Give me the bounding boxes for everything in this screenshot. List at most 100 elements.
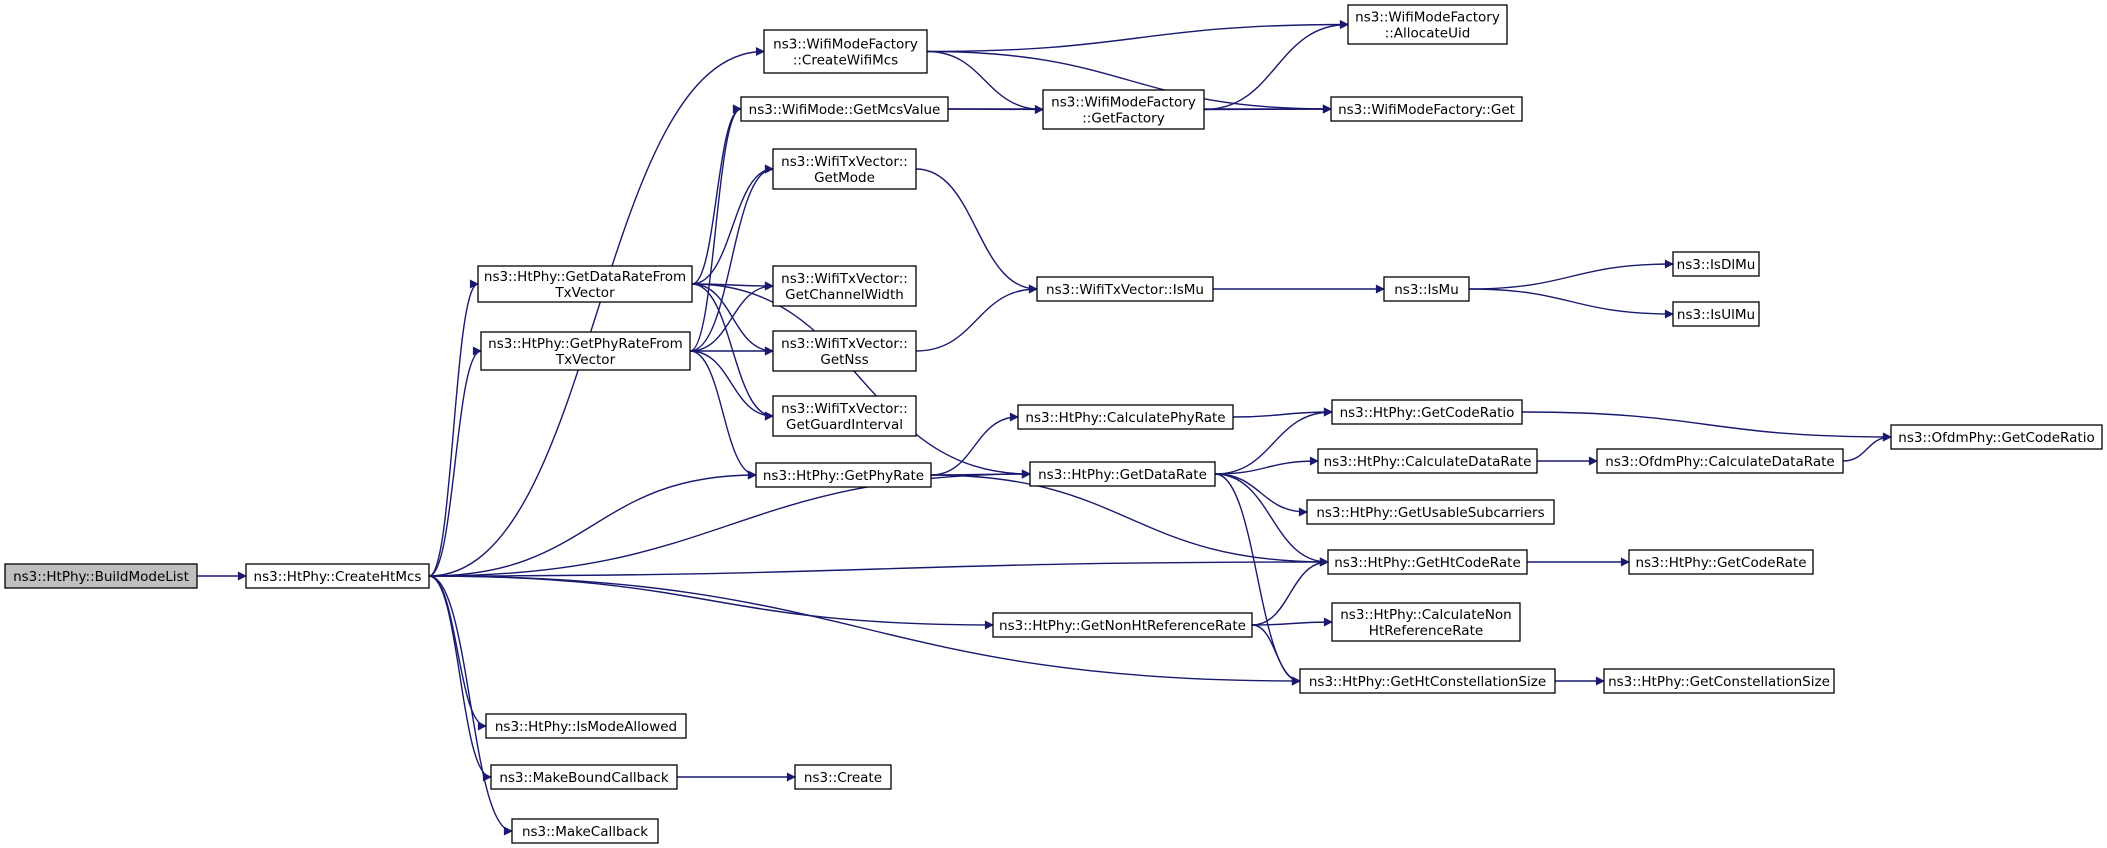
node-ismu[interactable]: ns3::IsMu	[1383, 276, 1470, 302]
edge-getcoderatio-to-ofdmgetcoderatio	[1521, 411, 1892, 442]
node-label-line: ns3::HtPhy::GetCodeRatio	[1340, 405, 1515, 421]
node-makeboundcb[interactable]: ns3::MakeBoundCallback	[490, 764, 678, 790]
node-getchannelwidth[interactable]: ns3::WifiTxVector::GetChannelWidth	[772, 265, 917, 307]
node-label-line: ns3::HtPhy::GetHtCodeRate	[1334, 555, 1521, 571]
node-wmfget[interactable]: ns3::WifiModeFactory::Get	[1330, 96, 1523, 122]
node-getusablesub[interactable]: ns3::HtPhy::GetUsableSubcarriers	[1306, 499, 1555, 525]
node-label-line: ns3::HtPhy::BuildModeList	[13, 569, 189, 585]
node-label-line: ns3::HtPhy::GetCodeRate	[1635, 555, 1806, 571]
node-ismodeallowed[interactable]: ns3::HtPhy::IsModeAllowed	[485, 713, 687, 739]
edge-ofdmcalcdatarate-to-ofdmgetcoderatio	[1842, 432, 1892, 462]
node-label-line: ns3::HtPhy::IsModeAllowed	[495, 719, 677, 735]
edge-getdatarate-to-calcdatarate	[1214, 456, 1319, 475]
node-getphyrate[interactable]: ns3::HtPhy::GetPhyRate	[755, 462, 932, 488]
node-box	[511, 818, 659, 844]
node-ofdmgetcoderatio[interactable]: ns3::OfdmPhy::GetCodeRatio	[1890, 424, 2103, 450]
node-label-line: ns3::HtPhy::GetDataRate	[1038, 467, 1207, 483]
node-build[interactable]: ns3::HtPhy::BuildModeList	[4, 563, 198, 589]
node-calcdatarate[interactable]: ns3::HtPhy::CalculateDataRate	[1317, 448, 1538, 474]
edge-getdatarate-to-gethtconst	[1214, 473, 1301, 686]
node-label-line: GetChannelWidth	[785, 287, 904, 303]
edge-getnonhtref-to-calcnonhtref	[1251, 617, 1333, 627]
edge-getdatarate-to-getcoderatio	[1214, 407, 1333, 475]
edge-getnss-to-wtvismu	[915, 284, 1038, 352]
edge-createhtmcs-to-getphyrateftv	[428, 346, 482, 577]
node-box	[490, 764, 678, 790]
node-label-line: ns3::Create	[804, 770, 882, 786]
node-label-line: ns3::MakeCallback	[522, 824, 648, 840]
node-box	[772, 330, 917, 372]
edge-getdatarateftv-to-getmode	[691, 164, 774, 285]
node-getcoderatio[interactable]: ns3::HtPhy::GetCodeRatio	[1331, 399, 1523, 425]
node-label-line: ns3::WifiMode::GetMcsValue	[749, 102, 941, 118]
node-getdatarate[interactable]: ns3::HtPhy::GetDataRate	[1029, 461, 1216, 487]
edge-createhtmcs-to-gethtconst	[428, 575, 1301, 686]
node-box	[485, 713, 687, 739]
edge-getdatarateftv-to-getmcsvalue	[691, 104, 742, 285]
edge-getphyrate-to-calcphyrate	[930, 412, 1019, 476]
node-label-line: GetNss	[820, 352, 868, 368]
node-box	[1672, 251, 1760, 277]
edge-getphyrateftv-to-getphyrate	[689, 350, 757, 480]
node-label-line: TxVector	[554, 285, 615, 301]
node-gethtconst[interactable]: ns3::HtPhy::GetHtConstellationSize	[1299, 668, 1556, 694]
node-box	[1347, 4, 1508, 45]
node-gethtcoderate[interactable]: ns3::HtPhy::GetHtCodeRate	[1327, 549, 1528, 575]
node-getmode[interactable]: ns3::WifiTxVector::GetMode	[772, 148, 917, 190]
node-box	[1042, 89, 1205, 130]
edge-getmode-to-wtvismu	[915, 168, 1038, 294]
node-label-line: ns3::HtPhy::CalculatePhyRate	[1025, 410, 1225, 426]
node-label-line: GetGuardInterval	[786, 417, 903, 433]
node-label-line: ::CreateWifiMcs	[793, 53, 898, 69]
node-create[interactable]: ns3::Create	[794, 764, 892, 790]
node-getfactory[interactable]: ns3::WifiModeFactory::GetFactory	[1042, 89, 1205, 130]
edge-getphyrateftv-to-getchannelwidth	[689, 281, 774, 352]
node-isdlmu[interactable]: ns3::IsDlMu	[1672, 251, 1760, 277]
node-getnss[interactable]: ns3::WifiTxVector::GetNss	[772, 330, 917, 372]
node-box	[477, 265, 693, 303]
node-wtvismu[interactable]: ns3::WifiTxVector::IsMu	[1036, 276, 1214, 302]
node-label-line: ns3::OfdmPhy::CalculateDataRate	[1605, 454, 1834, 470]
node-label-line: ns3::IsUlMu	[1677, 307, 1755, 323]
node-createwifimcs[interactable]: ns3::WifiModeFactory::CreateWifiMcs	[763, 29, 928, 74]
node-label-line: ns3::HtPhy::CalculateNon	[1340, 607, 1512, 623]
node-createhtmcs[interactable]: ns3::HtPhy::CreateHtMcs	[245, 563, 430, 589]
node-box	[1596, 448, 1844, 474]
node-getguardinterval[interactable]: ns3::WifiTxVector::GetGuardInterval	[772, 395, 917, 437]
node-getcoderate[interactable]: ns3::HtPhy::GetCodeRate	[1628, 549, 1814, 575]
node-box	[1299, 668, 1556, 694]
node-label-line: ns3::IsDlMu	[1677, 257, 1756, 273]
node-label-line: ns3::HtPhy::GetPhyRate	[763, 468, 924, 484]
node-box	[1306, 499, 1555, 525]
node-box	[992, 612, 1253, 638]
node-ofdmcalcdatarate[interactable]: ns3::OfdmPhy::CalculateDataRate	[1596, 448, 1844, 474]
node-box	[1331, 399, 1523, 425]
edge-createhtmcs-to-createwifimcs	[428, 47, 765, 577]
node-getconst[interactable]: ns3::HtPhy::GetConstellationSize	[1603, 668, 1835, 694]
edge-createhtmcs-to-makeboundcb	[428, 575, 492, 782]
node-box	[1331, 602, 1521, 642]
edge-getnonhtref-to-gethtcoderate	[1251, 557, 1329, 626]
edge-getphyrate-to-gethtcoderate	[930, 474, 1329, 567]
node-calcphyrate[interactable]: ns3::HtPhy::CalculatePhyRate	[1017, 404, 1234, 430]
node-getmcsvalue[interactable]: ns3::WifiMode::GetMcsValue	[740, 96, 949, 122]
node-box	[1672, 301, 1760, 327]
edge-createwifimcs-to-wmfget	[926, 50, 1332, 114]
node-label-line: HtReferenceRate	[1369, 623, 1483, 639]
node-makecallback[interactable]: ns3::MakeCallback	[511, 818, 659, 844]
edge-ismu-to-isulmu	[1468, 288, 1674, 319]
node-label-line: ns3::WifiModeFactory::Get	[1338, 102, 1515, 118]
node-label-line: ns3::WifiTxVector::	[781, 154, 908, 170]
node-isulmu[interactable]: ns3::IsUlMu	[1672, 301, 1760, 327]
edge-createhtmcs-to-gethtcoderate	[428, 557, 1329, 577]
node-getnonhtref[interactable]: ns3::HtPhy::GetNonHtReferenceRate	[992, 612, 1253, 638]
node-box	[4, 563, 198, 589]
edge-getdatarate-to-getusablesub	[1214, 473, 1308, 517]
node-label-line: ns3::WifiTxVector::	[781, 271, 908, 287]
node-box	[1317, 448, 1538, 474]
node-box	[1036, 276, 1214, 302]
node-allocateuid[interactable]: ns3::WifiModeFactory::AllocateUid	[1347, 4, 1508, 45]
